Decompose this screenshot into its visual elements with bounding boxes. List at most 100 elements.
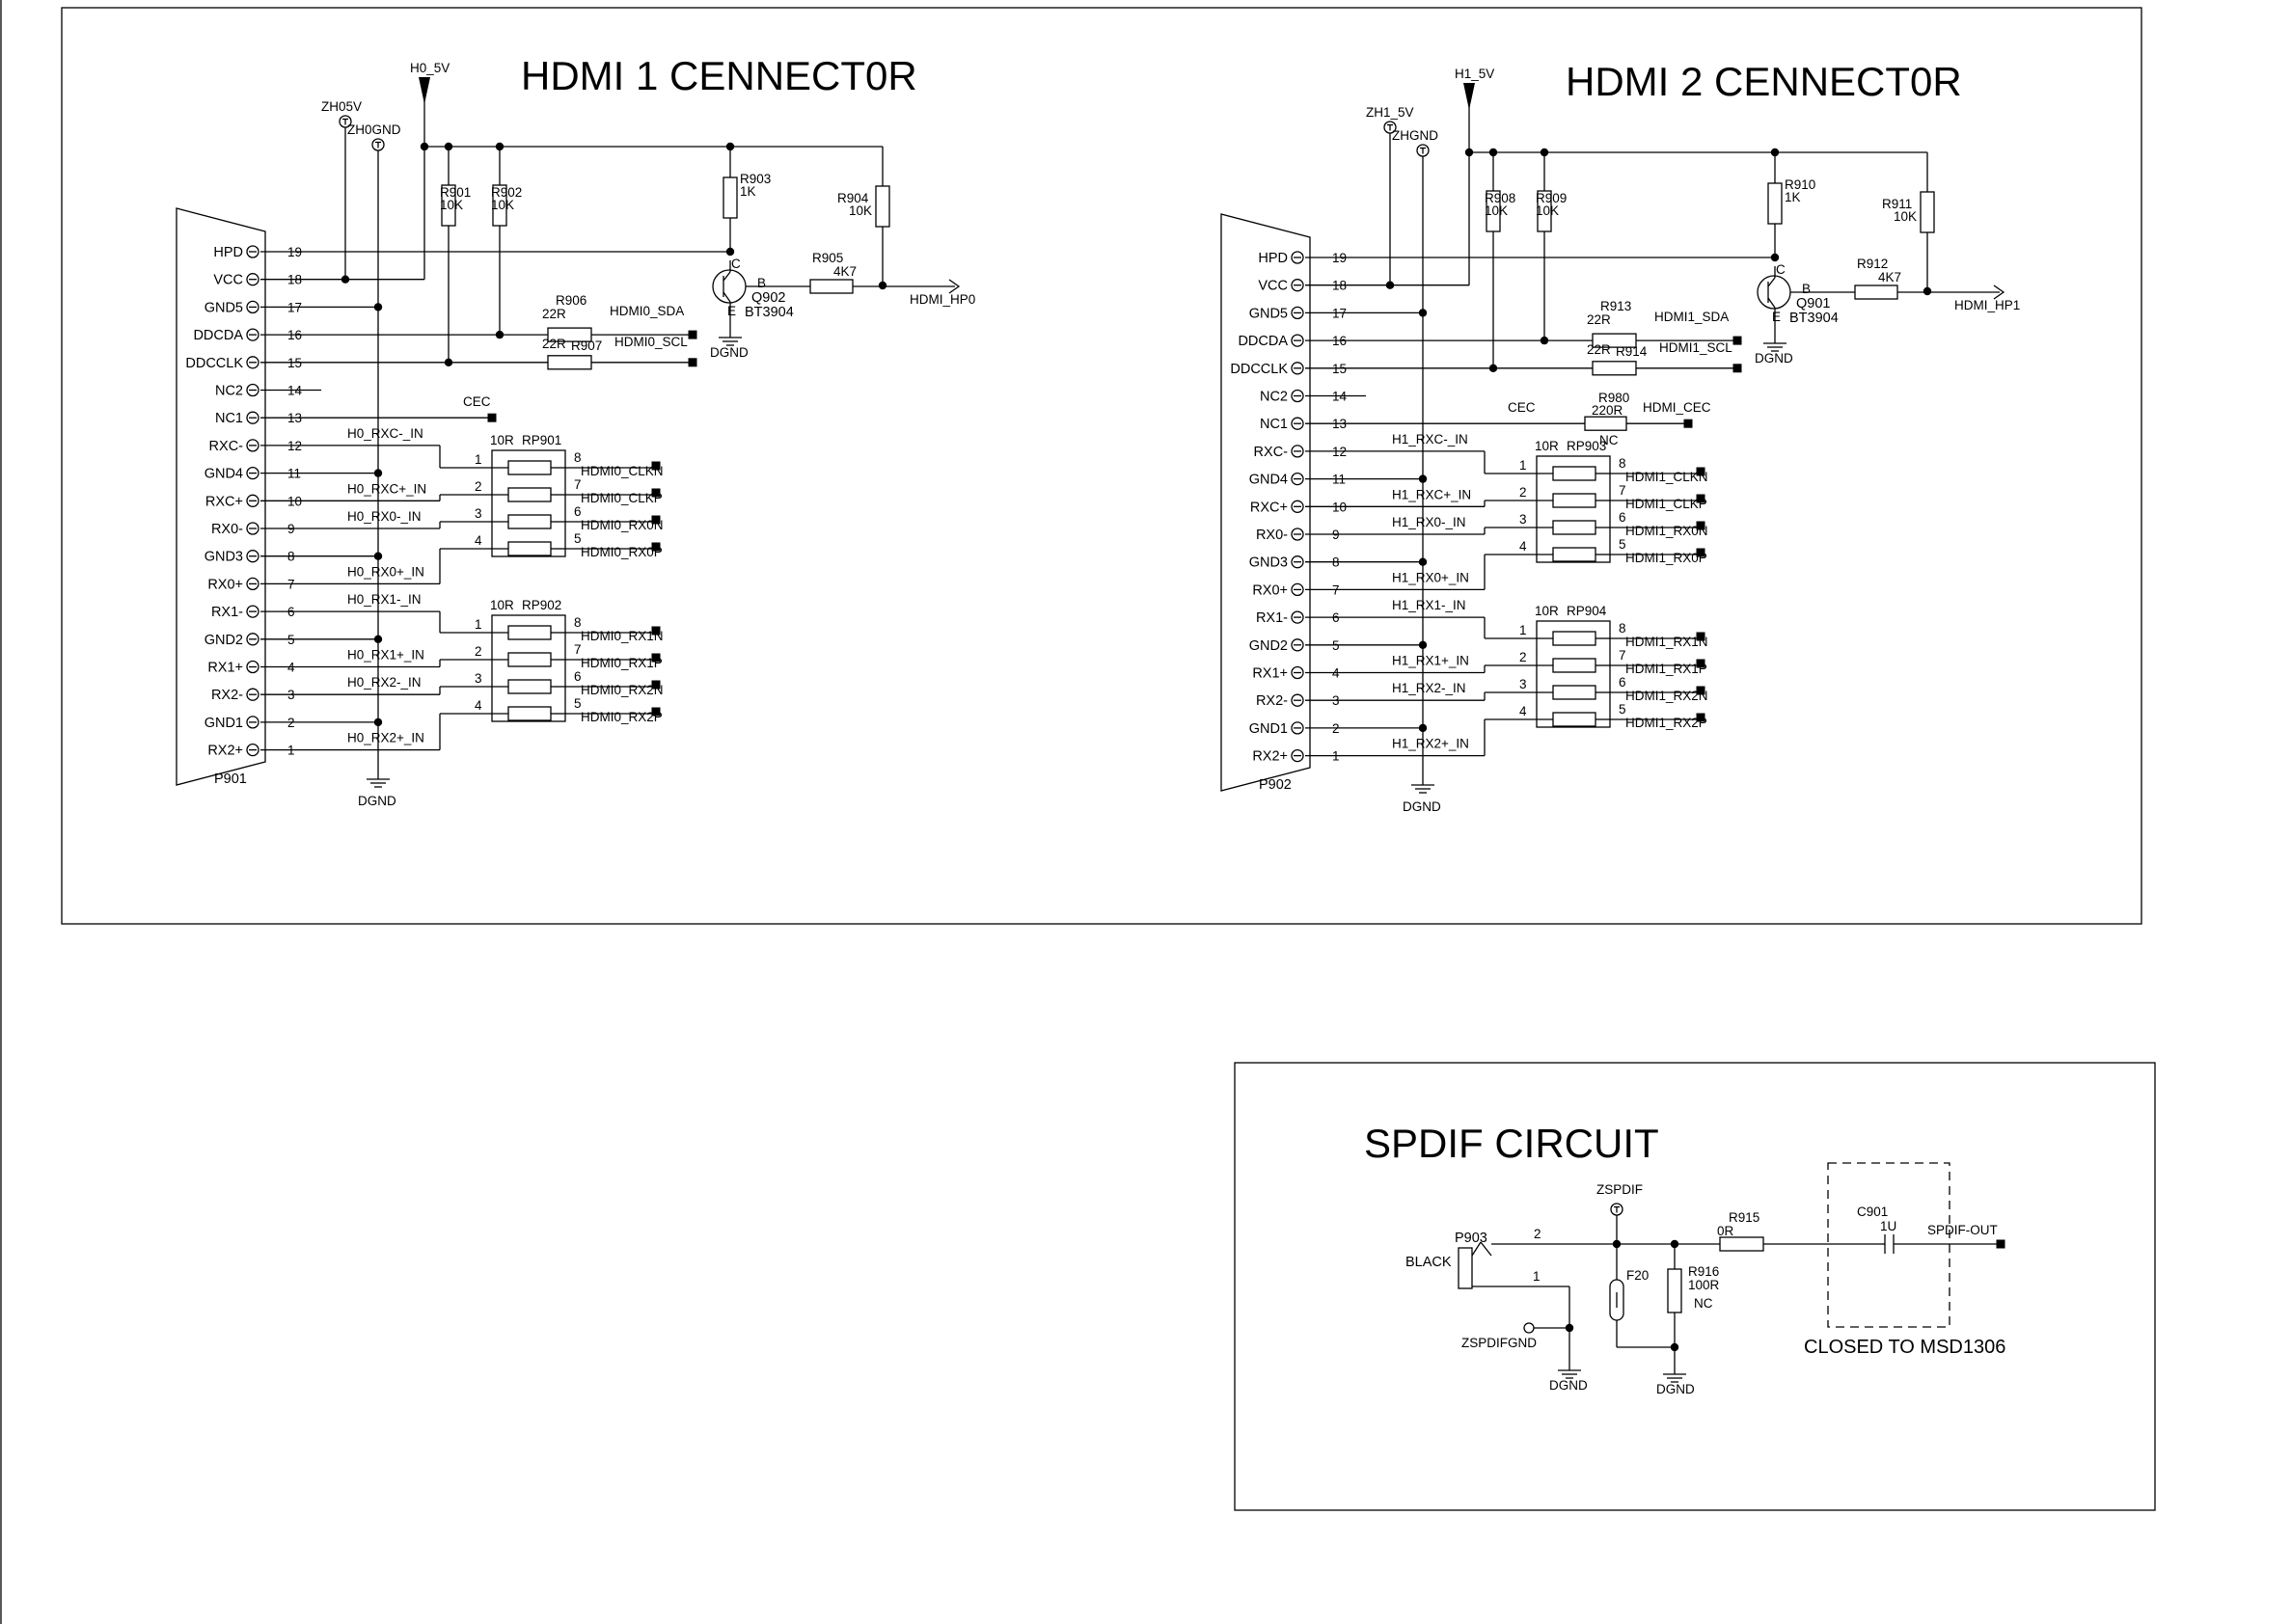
pin-label: RX2- (1256, 693, 1288, 709)
offpage-arrow (948, 279, 961, 294)
resistor-ref: R909 (1536, 191, 1567, 205)
resistor-ref: R901 (440, 185, 471, 200)
resistor-pack-pin: 7 (574, 642, 582, 657)
pin-label: DDCDA (1238, 334, 1288, 349)
resistor-pack-ref: RP904 (1567, 604, 1607, 618)
junction-dot (373, 469, 383, 477)
resistor-pack-pin: 4 (1519, 539, 1527, 554)
connector-pin-2 (1291, 721, 1304, 735)
connector-pin-18 (1291, 279, 1304, 292)
net-label: H1_RX0+_IN (1392, 570, 1469, 584)
junction-dot (1418, 640, 1428, 649)
net-port (651, 488, 661, 498)
pin-label: GND2 (205, 633, 243, 648)
section-title: SPDIF CIRCUIT (1364, 1121, 1659, 1166)
net-port (1696, 521, 1705, 530)
resistor-pack-pin: 2 (1519, 650, 1527, 664)
series-resistor (547, 355, 592, 370)
spdif-section-frame (1234, 1062, 2156, 1511)
ground-label: DGND (1549, 1378, 1588, 1393)
connector-pin-1 (1291, 748, 1304, 763)
connector-pin-6 (1291, 610, 1304, 624)
resistor-value: 22R (542, 337, 566, 351)
placement-note: CLOSED TO MSD1306 (1804, 1337, 2005, 1358)
resistor-pack-element (1552, 712, 1596, 727)
resistor-ref: R910 (1785, 177, 1815, 192)
transistor-part: BT3904 (745, 305, 794, 320)
resistor-ref: R913 (1600, 299, 1631, 313)
connector-pin-10 (1291, 500, 1304, 513)
connector-pin-16 (1291, 334, 1304, 347)
resistor-nc: NC (1694, 1296, 1713, 1311)
resistor-pack-pin: 8 (574, 615, 582, 630)
connector-pin-5 (246, 633, 259, 646)
resistor-pack-pin: 3 (1519, 512, 1527, 527)
resistor-pack-pin: 6 (1619, 510, 1626, 525)
connector-pin-19 (246, 245, 259, 258)
pin-label: GND3 (205, 550, 243, 565)
resistor-ref: R916 (1688, 1264, 1719, 1279)
transistor-ground (719, 337, 742, 346)
net-label: HDMI_HP0 (910, 292, 975, 307)
pullup-resistor (1920, 191, 1935, 233)
rca-jack-contact (1471, 1241, 1482, 1257)
transistor-pin-e: E (1772, 310, 1781, 324)
transistor-ref: Q902 (751, 290, 785, 306)
resistor-value: 10K (440, 198, 463, 212)
ground-label: DGND (358, 794, 396, 808)
junction-dot (1418, 309, 1428, 317)
junction-dot (1418, 723, 1428, 733)
resistor-pack-pin: 8 (1619, 621, 1626, 636)
transistor-ground (1763, 342, 1786, 352)
resistor-pack-pin: 7 (574, 477, 582, 492)
connector-pin-1 (246, 743, 259, 757)
pin-label: GND5 (205, 300, 243, 315)
net-label: HDMI0_RX1N (581, 629, 664, 643)
resistor-pack-element (1552, 547, 1596, 562)
rca-jack-body (1458, 1247, 1473, 1289)
resistor-value: 4K7 (833, 264, 857, 279)
capacitor-ref: C901 (1857, 1204, 1888, 1219)
resistor-pack-pin: 3 (475, 506, 482, 521)
net-port (1696, 548, 1705, 557)
resistor-pack-element (1552, 520, 1596, 535)
transistor-pin-b: B (757, 276, 766, 290)
net-label: HDMI_CEC (1643, 400, 1711, 415)
test-point-label: ZHGND (1392, 128, 1438, 143)
resistor-pack-pin: 2 (475, 644, 482, 659)
junction-dot (1923, 286, 1932, 296)
resistor-pack-pin: 1 (1519, 458, 1527, 473)
pin-label: RX0+ (207, 577, 243, 592)
net-label: H1_RX1+_IN (1392, 654, 1469, 668)
net-port (1696, 686, 1705, 695)
resistor-pack-pin: 2 (1519, 485, 1527, 500)
net-label: HDMI1_RX1N (1625, 635, 1708, 649)
resistor-value: 100R (1688, 1278, 1720, 1292)
resistor-pack-element (507, 679, 552, 694)
pin-label: RX0- (1256, 528, 1288, 543)
transistor-body (1757, 275, 1791, 310)
connector-ref: P902 (1259, 777, 1292, 793)
connector-ground (367, 778, 390, 788)
capacitor-value: 1U (1880, 1219, 1896, 1233)
pin-label: RXC- (209, 439, 244, 454)
connector-pin-8 (246, 550, 259, 563)
net-label: H1_RX2+_IN (1392, 737, 1469, 751)
transistor-pin-c: C (731, 257, 741, 271)
net-label: SPDIF-OUT (1927, 1223, 1998, 1237)
net-label: HDMI0_RX0N (581, 518, 664, 532)
resistor-pack-value: 10R (490, 598, 514, 612)
junction-dot (373, 303, 383, 311)
pin-label: GND4 (205, 467, 243, 482)
resistor-pack-pin: 1 (475, 452, 482, 467)
net-label: HDMI0_CLKP (581, 491, 663, 505)
net-port (1996, 1239, 2005, 1249)
jack-ref: P903 (1455, 1231, 1487, 1246)
resistor-pack-element (1552, 493, 1596, 508)
net-port (1696, 494, 1705, 503)
net-label: H0_RX1+_IN (347, 648, 424, 663)
power-net-label: H1_5V (1455, 67, 1494, 81)
resistor-pack-element (507, 625, 552, 640)
pin-label: VCC (213, 273, 243, 288)
